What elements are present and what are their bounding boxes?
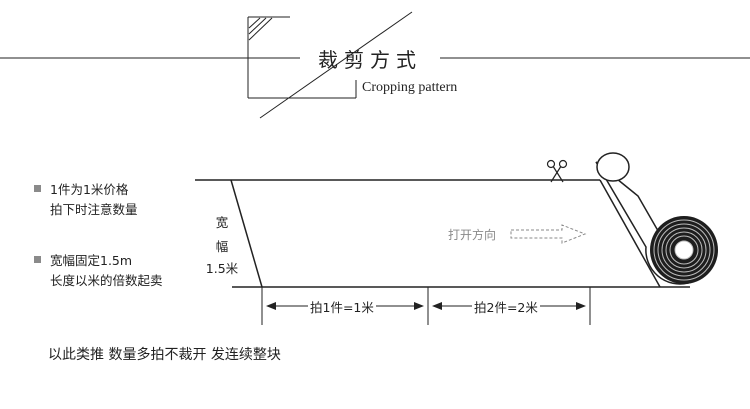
scissors-icon — [546, 159, 568, 183]
direction-label: 打开方向 — [448, 228, 497, 242]
note-line: 长度以米的倍数起卖 — [50, 273, 163, 288]
bullet-icon — [34, 185, 41, 192]
page-subtitle: Cropping pattern — [362, 80, 458, 95]
note-item: 1件为1米价格 拍下时注意数量 — [34, 180, 138, 220]
fabric-roll-icon — [595, 152, 718, 285]
page-title: 裁剪方式 — [318, 48, 422, 72]
header-frame — [247, 11, 413, 119]
width-label-value: 1.5米 — [205, 261, 239, 276]
fabric-sheet — [195, 179, 690, 288]
bullet-icon — [34, 256, 41, 263]
width-label-char: 宽 — [215, 215, 229, 230]
note-line: 宽幅固定1.5m — [50, 253, 133, 268]
width-label-char: 幅 — [215, 239, 229, 254]
dimension-lines — [261, 287, 591, 325]
segment-label: 拍1件=1米 — [308, 297, 376, 316]
note-item: 宽幅固定1.5m 长度以米的倍数起卖 — [34, 251, 163, 291]
segment-label: 拍2件=2米 — [472, 297, 540, 316]
note-line: 1件为1米价格 — [50, 182, 129, 197]
footer-note: 以此类推 数量多拍不裁开 发连续整块 — [48, 347, 281, 363]
dashed-arrow-icon — [510, 224, 587, 244]
note-line: 拍下时注意数量 — [50, 202, 138, 217]
